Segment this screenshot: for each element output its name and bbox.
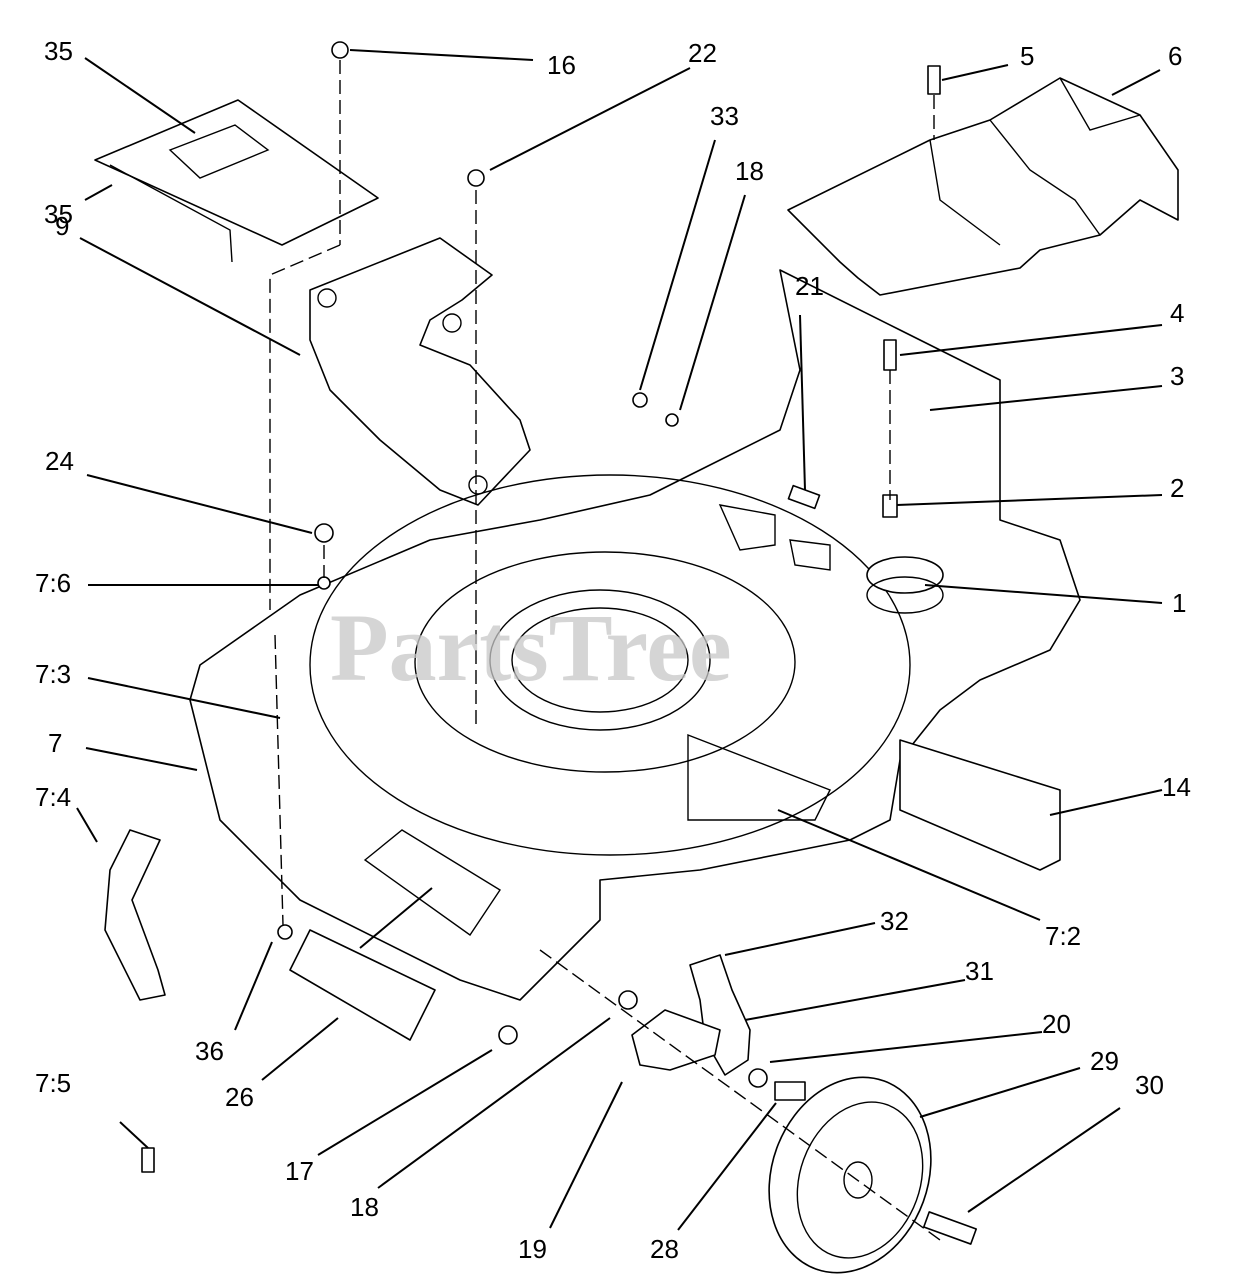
- washer-20: [748, 1068, 768, 1088]
- callout-7-2: 7:2: [1045, 921, 1081, 951]
- strap-7-4: [104, 829, 166, 1001]
- decal-26: [289, 929, 436, 1041]
- part-drawings: [94, 41, 1179, 1274]
- assembly-lines: [269, 60, 941, 1241]
- callout-6: 6: [1168, 41, 1182, 71]
- deck-7: [189, 269, 1081, 1001]
- callout-3: 3: [1170, 361, 1184, 391]
- callout-26: 26: [225, 1082, 254, 1112]
- bolt-7-5: [141, 1147, 155, 1173]
- callout-19: 19: [518, 1234, 547, 1264]
- callout-36: 36: [195, 1036, 224, 1066]
- leader-lines: [76, 49, 1163, 1231]
- plate-19: [631, 1009, 721, 1071]
- fastener-5: [927, 65, 941, 95]
- fastener-22: [467, 169, 485, 187]
- callout-9: 9: [55, 211, 69, 241]
- arm-31: [689, 954, 751, 1076]
- callout-29: 29: [1090, 1046, 1119, 1076]
- callout-35-bottom: 35: [44, 199, 73, 229]
- deflector-9: [309, 237, 531, 506]
- callout-22: 22: [688, 38, 717, 68]
- fastener-33: [632, 392, 648, 408]
- washer-18b: [618, 990, 638, 1010]
- callout-32: 32: [880, 906, 909, 936]
- callout-16: 16: [547, 50, 576, 80]
- callout-7-6: 7:6: [35, 568, 71, 598]
- callouts: 35 35 16 22 33 18 21 5 6 4 3 2 1 9 24 7:…: [35, 36, 1191, 1264]
- callout-28: 28: [650, 1234, 679, 1264]
- fastener-18a: [665, 413, 679, 427]
- watermark: PartsTree: [330, 594, 732, 701]
- fastener-16: [331, 41, 349, 59]
- callout-20: 20: [1042, 1009, 1071, 1039]
- callout-35-top: 35: [44, 36, 73, 66]
- callout-1: 1: [1172, 588, 1186, 618]
- pulley-1: [866, 556, 944, 594]
- fastener-4: [883, 339, 897, 371]
- callout-14: 14: [1162, 772, 1191, 802]
- callout-17: 17: [285, 1156, 314, 1186]
- callout-18-top: 18: [735, 156, 764, 186]
- axle-bolt-30: [922, 1211, 978, 1245]
- callout-33: 33: [710, 101, 739, 131]
- bar-14: [899, 739, 1061, 871]
- callout-2: 2: [1170, 473, 1184, 503]
- pin-21: [787, 484, 821, 510]
- nut-17: [498, 1025, 518, 1045]
- callout-24: 24: [45, 446, 74, 476]
- callout-30: 30: [1135, 1070, 1164, 1100]
- decal-35: [94, 99, 379, 246]
- callout-21: 21: [795, 271, 824, 301]
- callout-7-3: 7:3: [35, 659, 71, 689]
- fastener-24: [314, 523, 334, 543]
- washer-7-6: [317, 576, 331, 590]
- callout-7: 7: [48, 728, 62, 758]
- callout-7-5: 7:5: [35, 1068, 71, 1098]
- plug-36: [277, 924, 293, 940]
- callout-5: 5: [1020, 41, 1034, 71]
- callout-18-bottom: 18: [350, 1192, 379, 1222]
- callout-4: 4: [1170, 298, 1184, 328]
- callout-31: 31: [965, 956, 994, 986]
- callout-7-4: 7:4: [35, 782, 71, 812]
- bolt-28: [774, 1081, 806, 1101]
- cover-6: [787, 77, 1179, 296]
